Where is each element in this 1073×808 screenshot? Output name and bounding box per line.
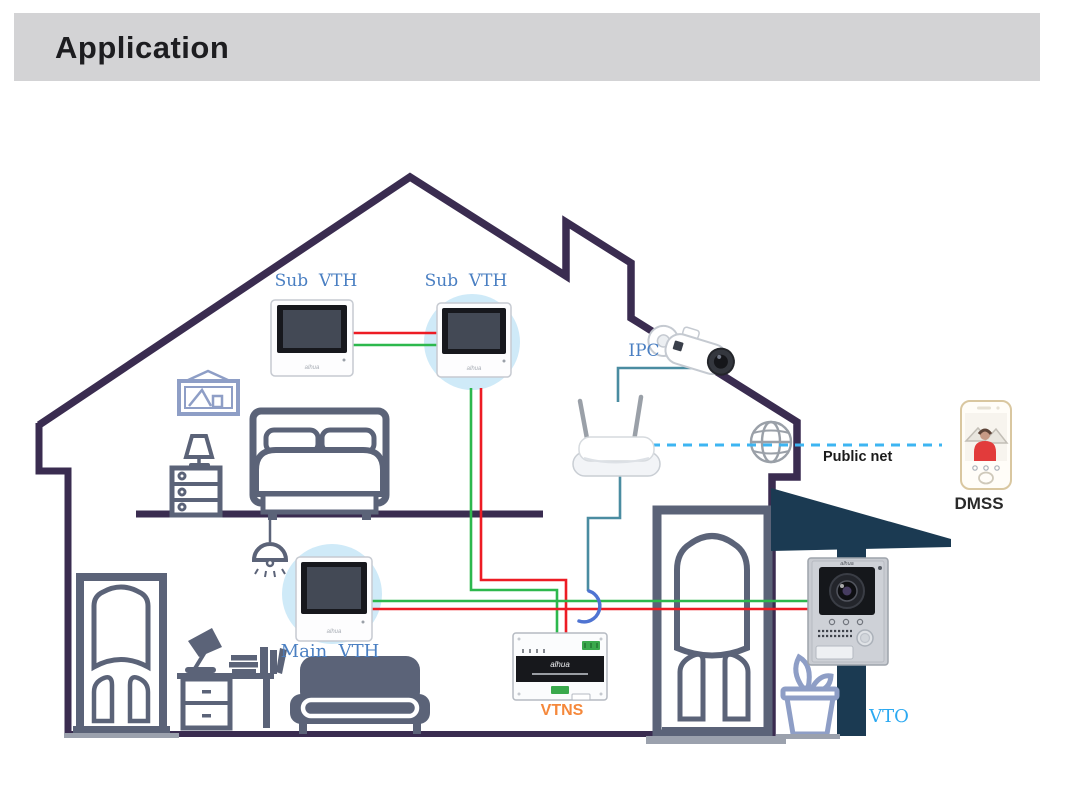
nightstand-icon: [169, 465, 223, 518]
pendant-lamp-icon: [251, 514, 289, 578]
section-header: Application: [14, 13, 1040, 81]
post-bottom: [837, 664, 866, 736]
sub-vth-left-device: alhua: [270, 299, 354, 377]
dahua-logo: alhua: [550, 660, 570, 669]
wire-teal-ipc-router: [616, 366, 705, 402]
label-vtns: VTNS: [540, 702, 584, 719]
wire-teal-router-down: [586, 474, 622, 591]
label-sub-vth-left: Sub VTH: [274, 271, 358, 291]
wire-green-subvth-vtns: [469, 388, 559, 634]
wire-red-subvth-vtns: [479, 388, 568, 634]
label-ipc: IPC: [628, 341, 660, 361]
globe-icon: [749, 420, 793, 464]
bed-icon: [249, 407, 390, 520]
vtns-device: alhua: [512, 632, 608, 701]
plant-icon: [780, 653, 840, 737]
sub-vth-right-device: alhua: [436, 302, 512, 378]
sofa-icon: [290, 656, 430, 734]
books-icon: [229, 647, 287, 674]
interior-door-icon: [64, 573, 179, 738]
left-wall: [35, 423, 72, 736]
awning-and-post: [771, 488, 951, 736]
vto-device: alhua: [807, 557, 889, 666]
dahua-logo: alhua: [305, 365, 320, 371]
label-public-net: Public net: [823, 449, 893, 465]
dahua-logo: alhua: [327, 629, 342, 635]
dahua-logo: alhua: [467, 366, 482, 372]
main-vth-device: alhua: [295, 556, 373, 642]
label-vto: VTO: [869, 706, 909, 727]
router-device: [572, 394, 661, 477]
label-sub-vth-right: Sub VTH: [424, 271, 508, 291]
picture-frame-icon: [177, 369, 240, 416]
table-lamp-icon: [183, 434, 215, 468]
plant-base-line: [776, 734, 840, 739]
section-title: Application: [55, 30, 230, 65]
front-door-icon: [646, 505, 786, 744]
label-dmss: DMSS: [954, 494, 1004, 513]
wiring: [352, 331, 942, 634]
desk-icon: [177, 673, 274, 731]
ipc-camera-device: [647, 324, 735, 376]
label-main-vth: Main VTH: [280, 641, 380, 662]
awning: [771, 488, 951, 551]
dmss-phone-device: [960, 400, 1012, 490]
desk-lamp-icon: [185, 628, 222, 673]
wire-hop-arc: [577, 589, 602, 624]
roof-and-right-wall: [36, 172, 801, 736]
dahua-logo: alhua: [840, 561, 853, 567]
